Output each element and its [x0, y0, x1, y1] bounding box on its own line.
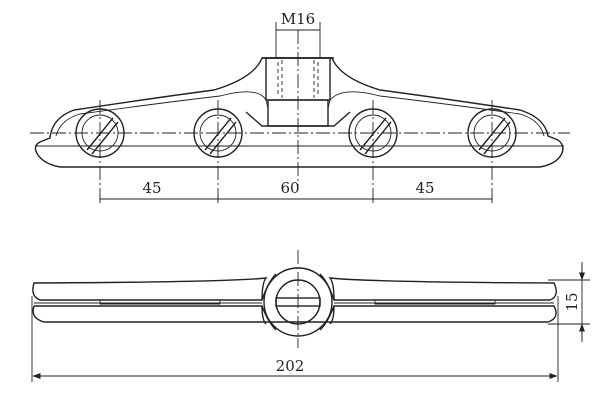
thickness-label: 15 — [563, 292, 581, 311]
boss-flares — [261, 273, 335, 331]
thread-label: M16 — [281, 10, 315, 28]
top-view: M16 45 60 45 — [30, 10, 570, 203]
side-view: 15 202 — [31, 250, 590, 382]
plate-body-outline — [34, 57, 564, 168]
screw-4 — [467, 100, 517, 200]
upper-plate — [32, 277, 557, 301]
plate-inner-contour — [55, 91, 545, 137]
recess-lines — [34, 300, 554, 305]
dim-right: 45 — [415, 179, 434, 197]
screw-2 — [193, 100, 243, 200]
screw-1 — [75, 100, 125, 200]
length-label: 202 — [276, 357, 305, 375]
lower-plate — [32, 305, 557, 325]
dim-left: 45 — [142, 179, 161, 197]
dim-middle: 60 — [280, 179, 299, 197]
spacing-dim-ticks — [99, 195, 493, 203]
screw-3 — [348, 100, 398, 200]
